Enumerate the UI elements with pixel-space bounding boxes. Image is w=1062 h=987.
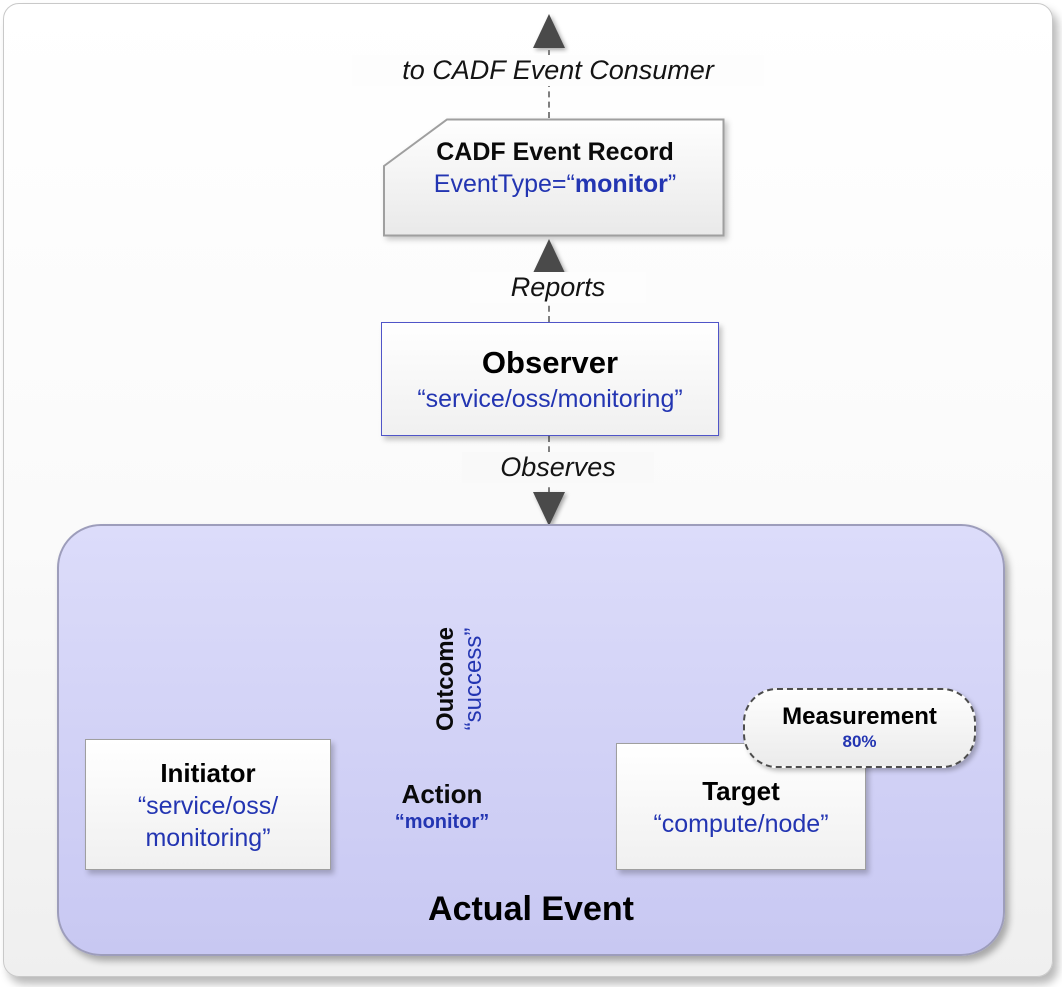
outcome-title: Outcome	[432, 627, 459, 732]
target-title: Target	[702, 775, 780, 806]
to-consumer-label: to CADF Event Consumer	[352, 55, 764, 86]
event-record-title: CADF Event Record	[436, 138, 674, 166]
action-text: Action “monitor”	[348, 779, 536, 835]
observer-value: “service/oss/monitoring”	[417, 385, 683, 413]
initiator-value-line2: monitoring”	[145, 823, 271, 852]
initiator-title: Initiator	[160, 757, 256, 788]
observer-box: Observer “service/oss/monitoring”	[381, 322, 719, 436]
observer-title: Observer	[481, 345, 619, 380]
target-value: “compute/node”	[653, 809, 829, 838]
target-box: Target “compute/node”	[616, 743, 866, 870]
event-record-eventtype: EventType=“monitor”	[398, 168, 712, 200]
reports-label: Reports	[470, 272, 646, 303]
actual-event-title: Actual Event	[428, 890, 634, 928]
action-value: “monitor”	[394, 811, 490, 833]
observes-arrowhead-icon	[533, 492, 565, 526]
event-record-shape	[383, 118, 725, 237]
outcome-value: “success”	[460, 627, 487, 731]
observes-label: Observes	[462, 452, 654, 483]
eventtype-suffix: ”	[667, 170, 677, 198]
action-title: Action	[401, 779, 483, 809]
initiator-value-line1: “service/oss/	[137, 791, 279, 820]
event-record-text: CADF Event Record EventType=“monitor”	[398, 136, 712, 200]
outcome-text: Outcome “success”	[430, 579, 490, 779]
measurement-title: Measurement	[782, 703, 937, 730]
reports-arrowhead-icon	[533, 239, 565, 273]
to-consumer-arrowhead-icon	[533, 14, 565, 48]
initiator-box: Initiator “service/oss/ monitoring”	[85, 739, 331, 870]
measurement-value: 80%	[842, 732, 877, 751]
eventtype-value: monitor	[574, 170, 668, 198]
eventtype-prefix: EventType=“	[433, 170, 575, 198]
measurement-box: Measurement 80%	[743, 688, 976, 768]
